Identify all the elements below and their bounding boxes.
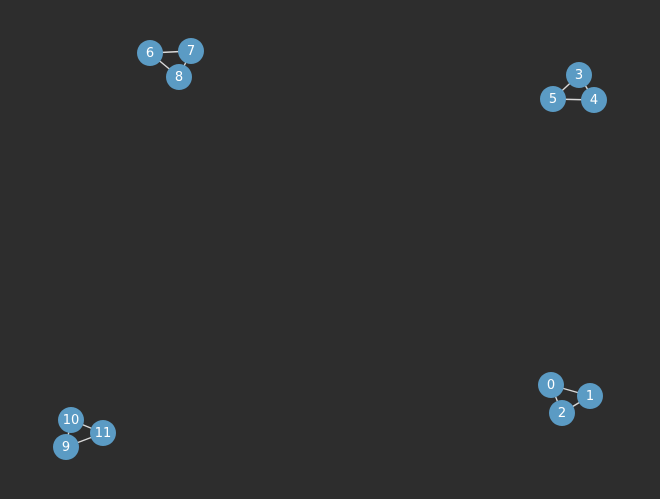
node-label: 4 [590, 93, 598, 108]
node-4[interactable]: 4 [581, 87, 607, 113]
node-circle [58, 407, 84, 433]
node-label: 8 [175, 70, 183, 85]
node-1[interactable]: 1 [577, 383, 603, 409]
node-circle [549, 400, 575, 426]
node-9[interactable]: 9 [53, 434, 79, 460]
node-2[interactable]: 2 [549, 400, 575, 426]
node-label: 10 [63, 413, 80, 428]
node-label: 3 [575, 68, 583, 83]
node-7[interactable]: 7 [178, 38, 204, 64]
node-label: 1 [586, 389, 594, 404]
node-circle [581, 87, 607, 113]
node-10[interactable]: 10 [58, 407, 84, 433]
node-8[interactable]: 8 [166, 64, 192, 90]
node-circle [538, 372, 564, 398]
node-label: 9 [62, 440, 70, 455]
edge-layer [65, 50, 595, 448]
node-label: 0 [547, 378, 555, 393]
node-circle [90, 420, 116, 446]
node-circle [566, 62, 592, 88]
node-6[interactable]: 6 [137, 40, 163, 66]
node-11[interactable]: 11 [90, 420, 116, 446]
node-label: 2 [558, 406, 566, 421]
node-label: 5 [549, 92, 557, 107]
node-circle [53, 434, 79, 460]
node-5[interactable]: 5 [540, 86, 566, 112]
node-label: 11 [95, 426, 112, 441]
node-label: 6 [146, 46, 154, 61]
node-circle [540, 86, 566, 112]
node-circle [178, 38, 204, 64]
node-circle [166, 64, 192, 90]
node-3[interactable]: 3 [566, 62, 592, 88]
node-0[interactable]: 0 [538, 372, 564, 398]
node-label: 7 [187, 44, 195, 59]
node-circle [577, 383, 603, 409]
node-circle [137, 40, 163, 66]
